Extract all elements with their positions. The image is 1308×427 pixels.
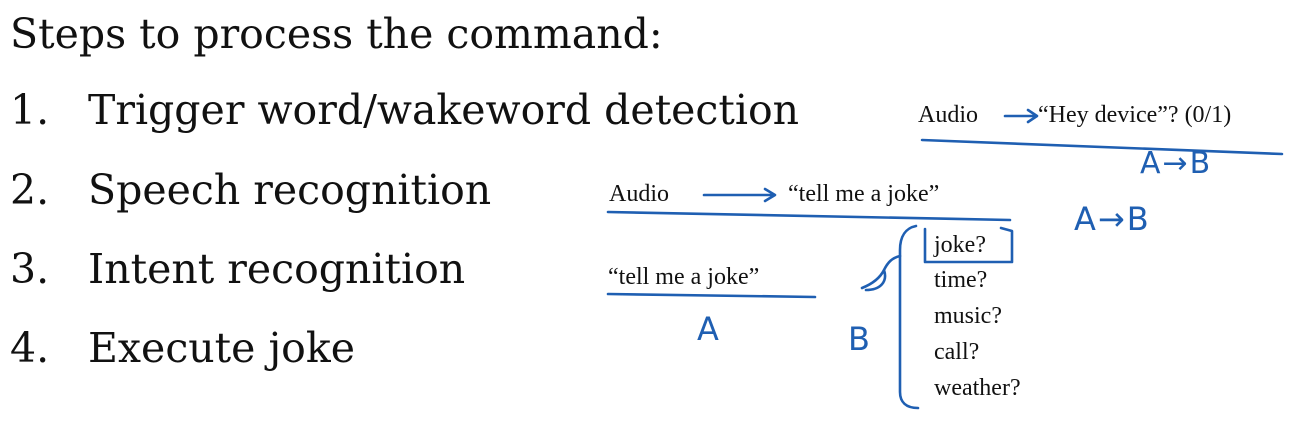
intent-option-time: time?	[934, 267, 988, 293]
step-2-number: 2.	[10, 166, 50, 214]
step-1-number: 1.	[10, 86, 50, 134]
step-4: 4. Execute joke	[10, 322, 355, 374]
intent-b-annotation: B	[848, 320, 872, 358]
intent-option-joke: joke?	[934, 232, 986, 258]
wakeword-ab-annotation: A→B	[1140, 146, 1213, 181]
step-4-text: Execute joke	[88, 324, 355, 372]
speech-ab-annotation: A→B	[1074, 200, 1151, 238]
step-3-text: Intent recognition	[88, 245, 466, 293]
speech-arrow-icon	[702, 187, 777, 203]
intent-a-annotation: A	[697, 310, 721, 348]
wakeword-arrow-icon	[1003, 108, 1039, 124]
speech-output-label: “tell me a joke”	[788, 181, 940, 207]
speech-underline	[606, 210, 1012, 222]
intent-input-label: “tell me a joke”	[608, 264, 760, 290]
step-3-number: 3.	[10, 245, 50, 293]
intent-connector-brace	[860, 254, 902, 292]
intent-options-bracket	[898, 224, 920, 410]
step-2: 2. Speech recognition	[10, 164, 491, 216]
wakeword-output-label: “Hey device”? (0/1)	[1038, 102, 1232, 128]
step-1-text: Trigger word/wakeword detection	[88, 86, 800, 134]
intent-option-call: call?	[934, 339, 980, 365]
intent-option-music: music?	[934, 303, 1002, 329]
step-4-number: 4.	[10, 324, 50, 372]
step-1: 1. Trigger word/wakeword detection	[10, 84, 799, 136]
slide-title: Steps to process the command:	[10, 10, 663, 58]
wakeword-input-label: Audio	[918, 102, 978, 128]
wakeword-underline	[920, 138, 1284, 156]
intent-option-weather: weather?	[934, 375, 1021, 401]
speech-input-label: Audio	[609, 181, 669, 207]
step-3: 3. Intent recognition	[10, 243, 465, 295]
step-2-text: Speech recognition	[88, 166, 492, 214]
intent-input-underline	[606, 292, 817, 299]
joke-option-box	[923, 226, 1014, 264]
